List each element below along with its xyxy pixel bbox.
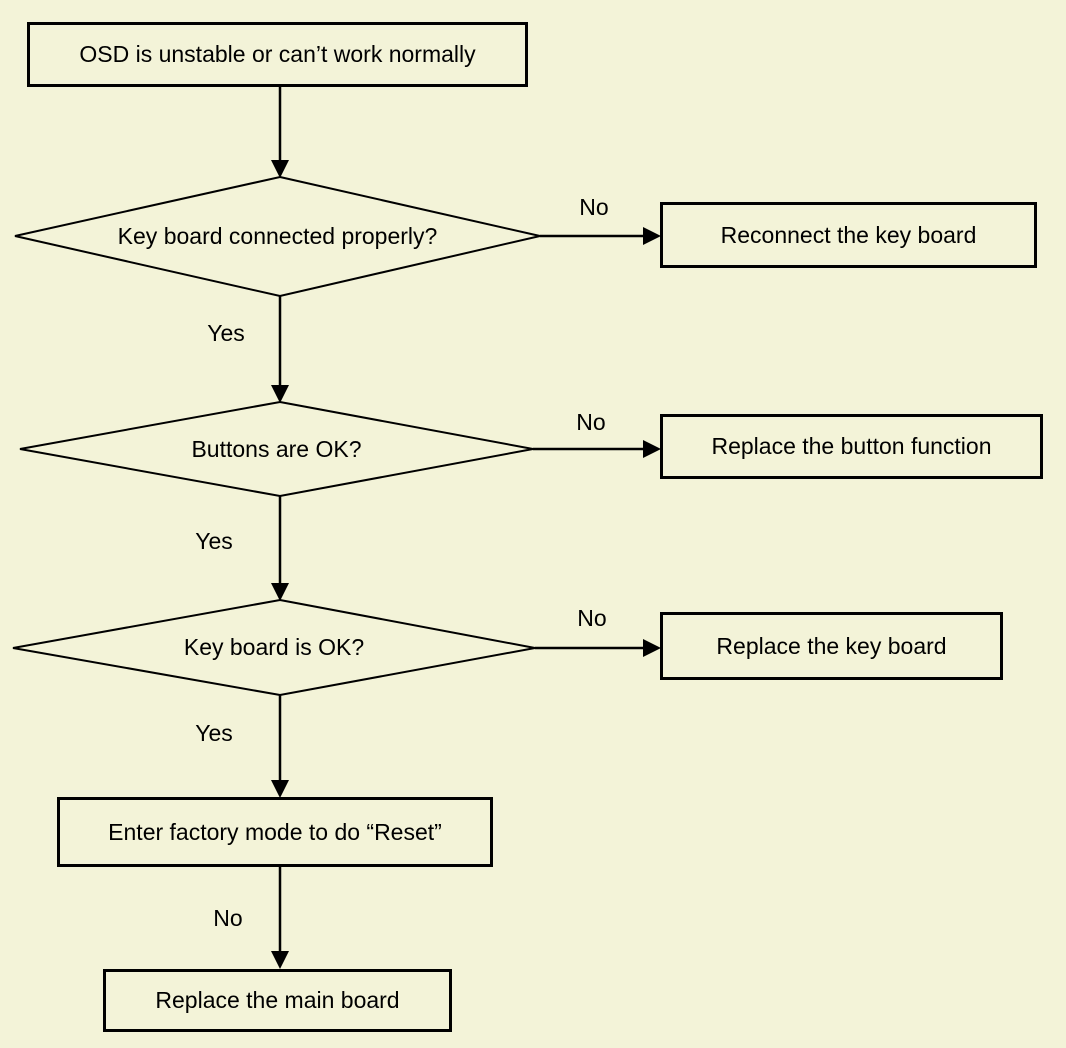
node-label-keyboard-connected: Key board connected properly?: [117, 222, 438, 249]
node-label-buttons-ok: Buttons are OK?: [191, 435, 362, 462]
arrowhead-start-to-connected: [271, 160, 289, 178]
arrowhead-no-to-replace-mainboard: [271, 951, 289, 969]
edge-label-no-4: No: [213, 904, 243, 931]
node-replace-mainboard: Replace the main board: [103, 969, 452, 1032]
node-label-keyboard-ok: Key board is OK?: [183, 634, 365, 661]
edge-label-no-1: No: [579, 193, 609, 220]
edge-label-yes-2: Yes: [195, 527, 233, 554]
arrowhead-yes-to-keyboard-ok: [271, 583, 289, 601]
arrowhead-yes-to-factory-reset: [271, 780, 289, 798]
edge-label-no-3: No: [577, 604, 607, 631]
node-replace-button-function: Replace the button function: [660, 414, 1043, 479]
edge-label-no-2: No: [576, 408, 606, 435]
node-replace-keyboard: Replace the key board: [660, 612, 1003, 680]
arrowhead-no-to-replace-keyboard: [643, 639, 661, 657]
node-reconnect-keyboard: Reconnect the key board: [660, 202, 1037, 268]
arrowhead-no-to-replace-button: [643, 440, 661, 458]
edge-label-yes-1: Yes: [207, 319, 245, 346]
arrowhead-yes-to-buttons: [271, 385, 289, 403]
node-factory-reset: Enter factory mode to do “Reset”: [57, 797, 493, 867]
node-start: OSD is unstable or can’t work normally: [27, 22, 528, 87]
edge-label-yes-3: Yes: [195, 719, 233, 746]
arrowhead-no-to-reconnect: [643, 227, 661, 245]
